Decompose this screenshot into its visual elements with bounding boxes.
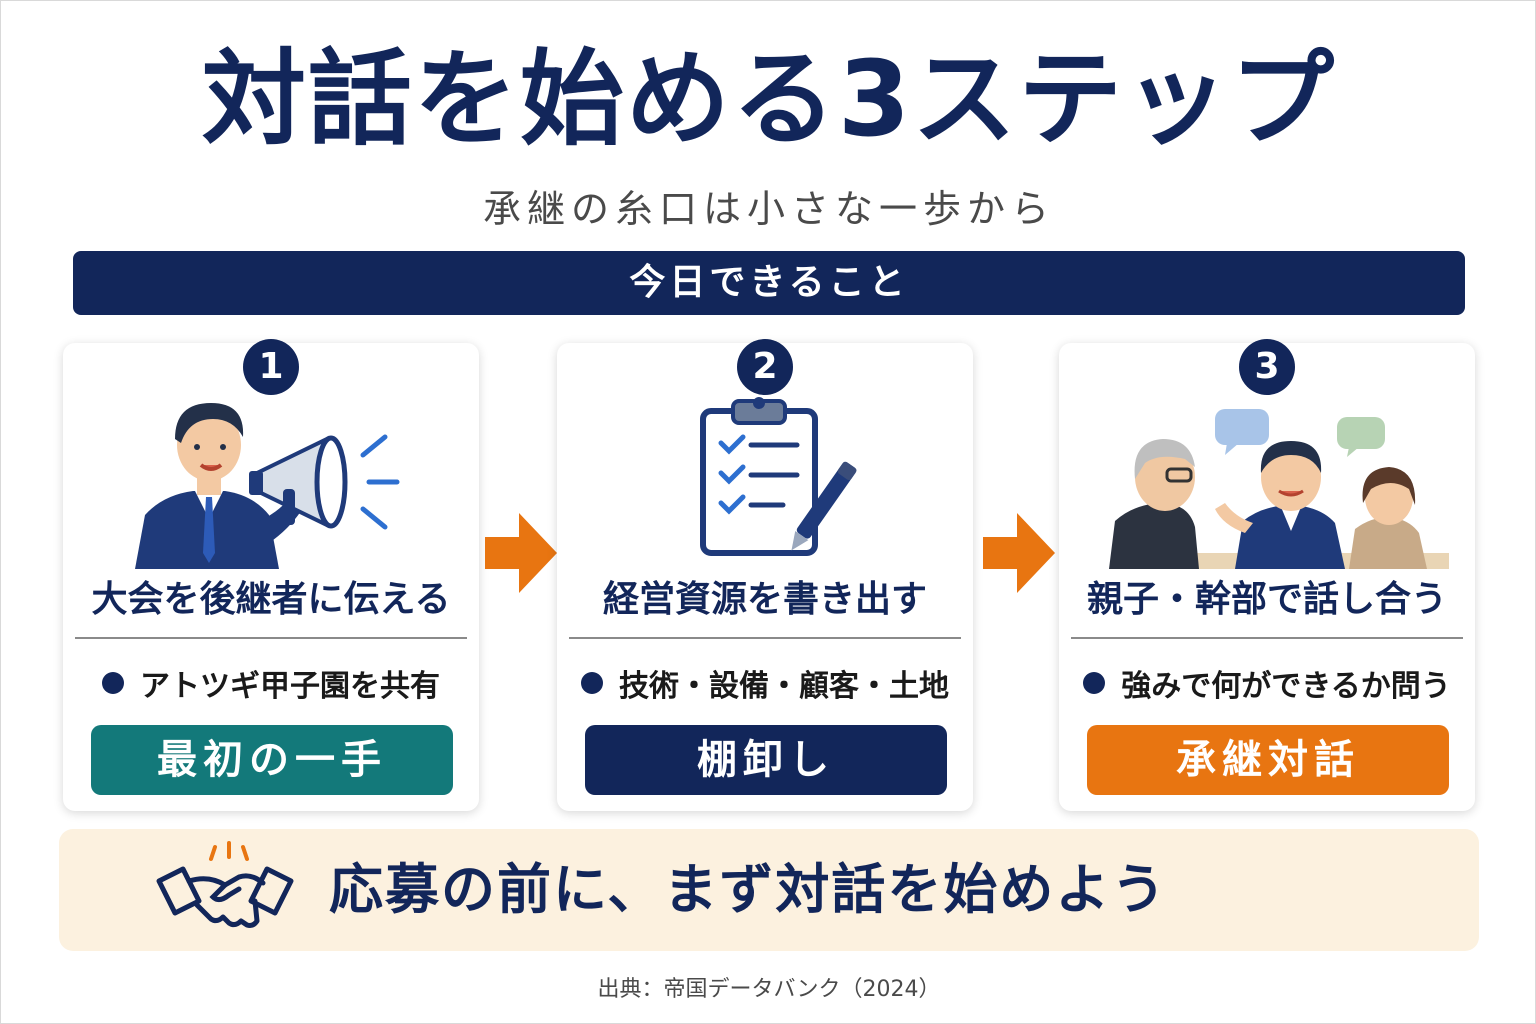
- step-title-3: 親子・幹部で話し合う: [1086, 579, 1447, 620]
- cta-message: 応募の前に、まず対話を始めよう: [329, 858, 1168, 921]
- step-card-1: 1 大会を後継者に伝える: [63, 339, 479, 811]
- step-divider-2: [569, 637, 961, 639]
- step-divider-3: [1071, 637, 1463, 639]
- step-bullet-1: アトツギ甲子園を共有: [63, 661, 479, 705]
- step-title-1: 大会を後継者に伝える: [91, 579, 451, 620]
- cta-banner: 応募の前に、まず対話を始めよう: [59, 829, 1479, 951]
- step-number-1: 1: [243, 339, 299, 395]
- step-bullet-3: 強みで何ができるか問う: [1059, 661, 1475, 705]
- arrow-right-icon: [485, 513, 557, 593]
- bullet-dot-icon: [581, 672, 603, 694]
- bullet-dot-icon: [1083, 672, 1106, 694]
- source-citation: 出典：帝国データバンク（2024）: [597, 977, 941, 1002]
- megaphone-man-icon: [135, 403, 400, 569]
- step-divider-1: [75, 637, 467, 639]
- step-badge-3: 承継対話: [1087, 725, 1449, 795]
- bullet-dot-icon: [102, 672, 124, 694]
- step-card-2: 2 経営資源を書き出す 技術・設備・顧客・土地 棚卸し: [557, 339, 973, 811]
- arrow-right-icon: [983, 513, 1055, 593]
- step-bullet-text-1: アトツギ甲子園を共有: [140, 669, 440, 704]
- family-conversation-icon: [1109, 409, 1449, 569]
- step-number-3: 3: [1239, 339, 1295, 395]
- page-title: 対話を始める3ステップ: [201, 38, 1337, 160]
- step-bullet-text-2: 技術・設備・顧客・土地: [619, 669, 949, 704]
- step-bullet-2: 技術・設備・顧客・土地: [557, 661, 973, 705]
- step-badge-1: 最初の一手: [91, 725, 453, 795]
- handshake-icon: [156, 841, 294, 928]
- clipboard-checklist-icon: [700, 397, 857, 556]
- step-bullet-text-3: 強みで何ができるか問う: [1121, 669, 1451, 704]
- step-badge-2: 棚卸し: [585, 725, 947, 795]
- step-number-2: 2: [737, 339, 793, 395]
- step-title-2: 経営資源を書き出す: [602, 579, 927, 620]
- step-card-3: 3 親子・幹部で話し合う: [1059, 339, 1475, 811]
- page-subtitle: 承継の糸口は小さな一歩から: [482, 187, 1055, 231]
- today-banner: 今日できること: [73, 251, 1465, 315]
